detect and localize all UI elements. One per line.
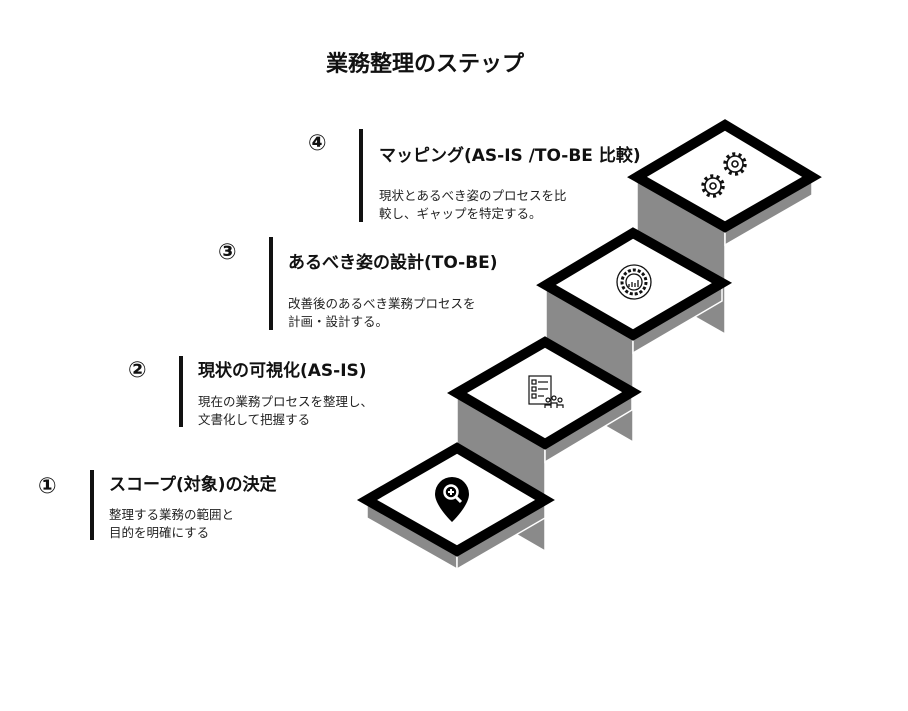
map-pin-search-icon (435, 477, 469, 522)
step-4-number: ④ (308, 131, 327, 156)
gears-icon (701, 152, 747, 198)
step-3-desc-line1: 改善後のあるべき業務プロセスを (288, 296, 476, 311)
gear-chart-icon (616, 264, 652, 300)
step-4-heading: マッピング(AS-IS /TO-BE 比較) (379, 146, 641, 166)
step-1-desc-line2: 目的を明確にする (109, 525, 210, 540)
step-4-desc-line2: 較し、ギャップを特定する。 (379, 206, 542, 221)
step-2-number: ② (128, 358, 147, 383)
step-2-desc-line1: 現在の業務プロセスを整理し、 (198, 394, 374, 409)
step-1-block (356, 442, 555, 571)
step-3-heading: あるべき姿の設計(TO-BE) (288, 253, 498, 273)
step-1-number: ① (38, 474, 57, 499)
step-1-divider (90, 470, 94, 540)
checklist-team-icon (528, 375, 564, 408)
step-3-divider (269, 237, 273, 330)
step-2-divider (179, 356, 183, 427)
step-4-divider (359, 129, 363, 222)
step-1-heading: スコープ(対象)の決定 (109, 475, 277, 495)
step-2-desc-line2: 文書化して把握する (198, 412, 311, 427)
step-3-desc-line2: 計画・設計する。 (288, 314, 389, 329)
step-1-desc-line1: 整理する業務の範囲と (109, 507, 235, 522)
step-3-number: ③ (218, 240, 237, 265)
step-4-desc-line1: 現状とあるべき姿のプロセスを比 (379, 188, 567, 203)
page-title: 業務整理のステップ (325, 52, 524, 77)
step-2-heading: 現状の可視化(AS-IS) (198, 361, 367, 381)
